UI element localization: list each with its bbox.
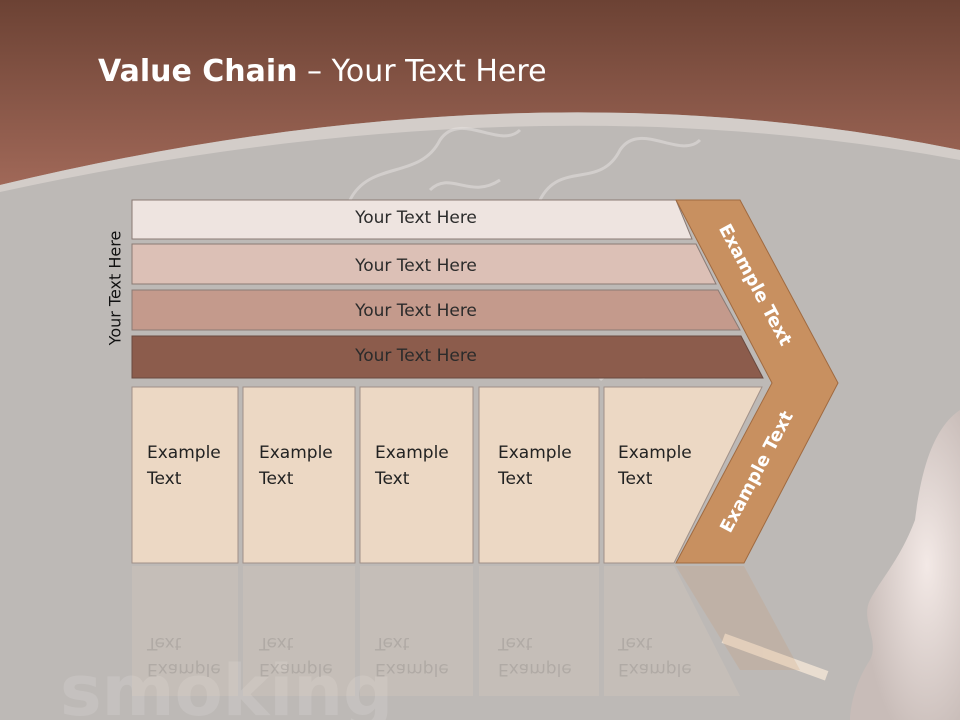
chevron-reflection: [676, 566, 800, 670]
face-silhouette: [850, 410, 960, 720]
column-2-reflection: [243, 566, 355, 696]
background-watermark: smoking: [60, 650, 393, 720]
band-2-shape: [131, 243, 717, 285]
band-2-label: Your Text Here: [355, 256, 477, 276]
band-4-shape: [131, 335, 764, 379]
chevron-arrow-shape: [675, 199, 839, 564]
band-3-label: Your Text Here: [355, 301, 477, 321]
page-title: Value Chain – Your Text Here: [98, 54, 547, 89]
column-1-reflection: [132, 566, 238, 696]
band-3-shape: [131, 289, 741, 331]
band-4-label: Your Text Here: [355, 346, 477, 366]
column-1-shape: [131, 386, 239, 564]
column-5-shape: [603, 386, 763, 564]
band-1-label: Your Text Here: [355, 208, 477, 228]
column-3-reflection: [360, 566, 473, 696]
column-4-reflection: [479, 566, 599, 696]
column-3-shape: [359, 386, 474, 564]
column-5-reflection: [604, 566, 740, 696]
cigarette-graphic: [721, 633, 829, 681]
column-2-shape: [242, 386, 356, 564]
band-1-shape: [131, 199, 693, 240]
column-4-shape: [478, 386, 600, 564]
